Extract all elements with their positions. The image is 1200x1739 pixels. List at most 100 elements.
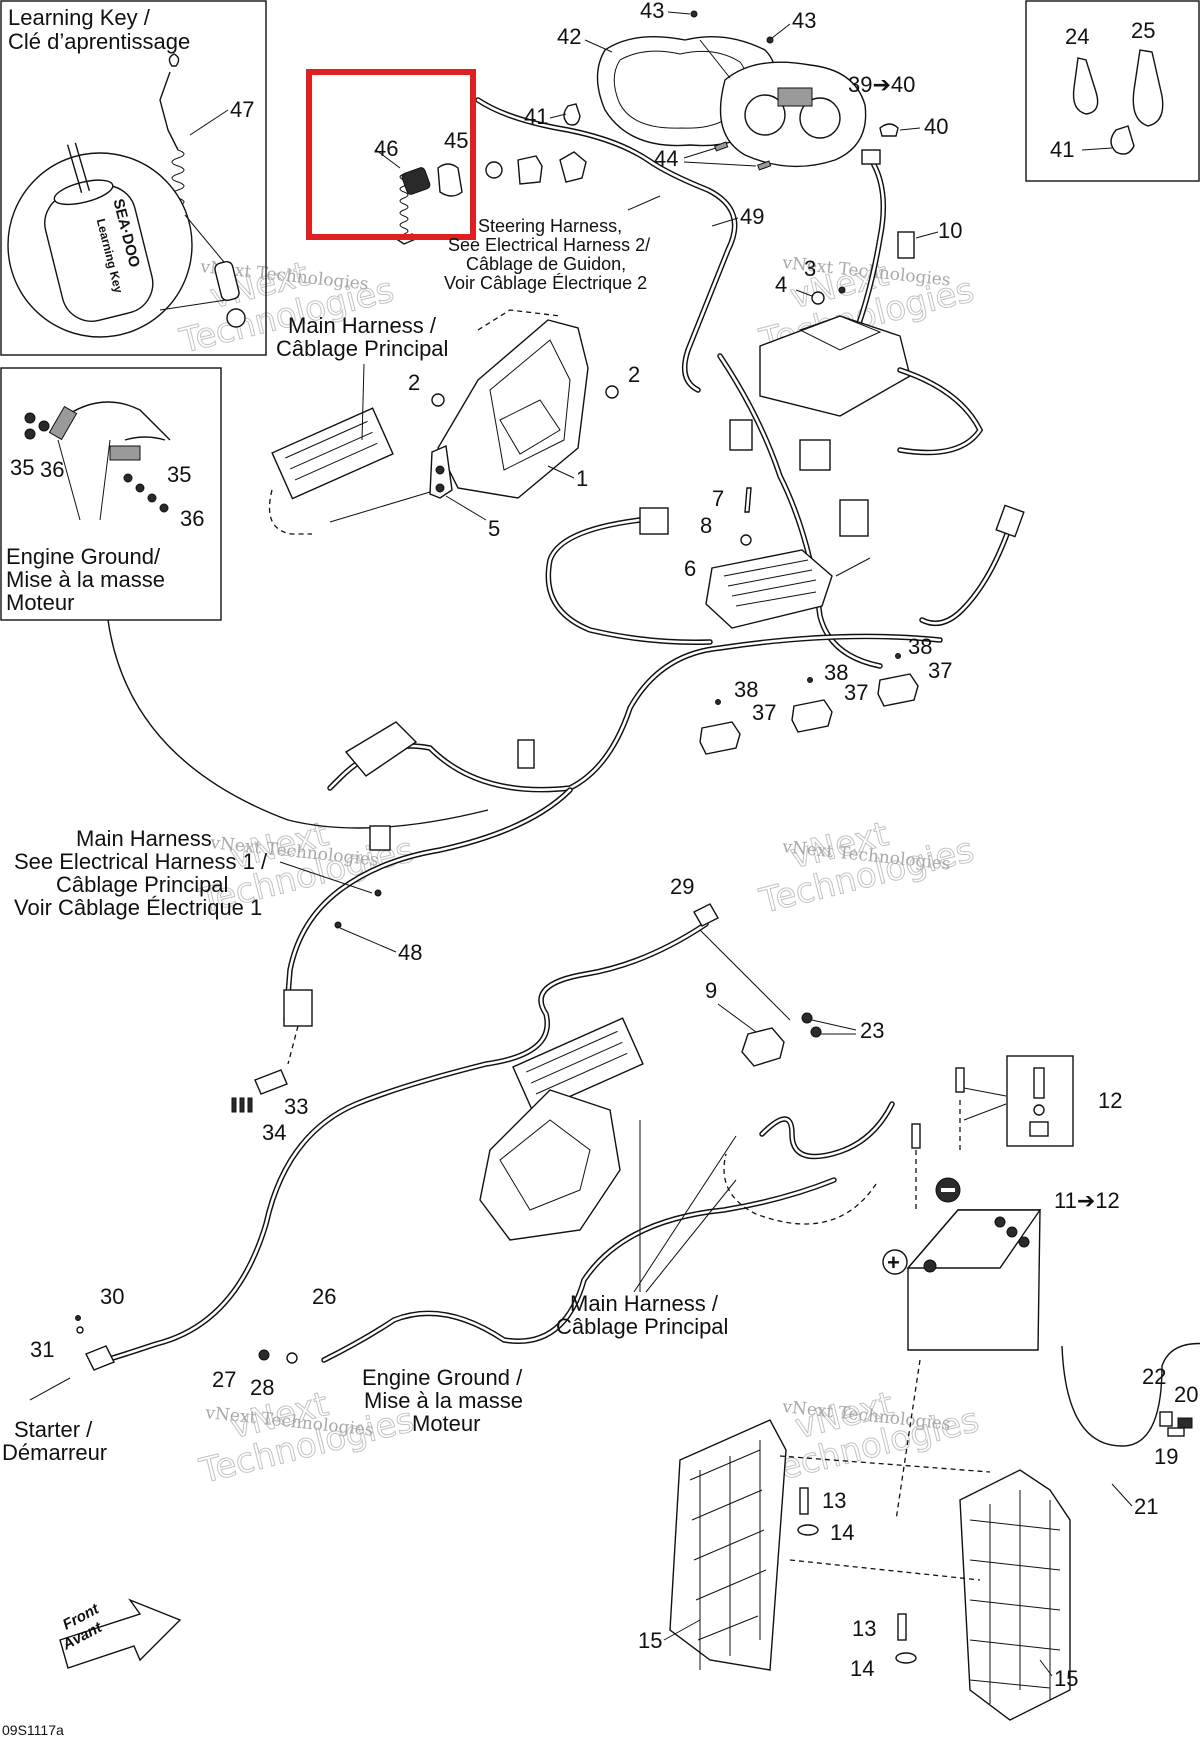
cable-clip-icon xyxy=(1110,125,1135,155)
main-harness-caption: Câblage Principal xyxy=(556,1314,728,1339)
callout-45: 45 xyxy=(444,128,468,153)
negative-sign xyxy=(941,1188,955,1192)
callout-34: 34 xyxy=(262,1120,286,1145)
terminal xyxy=(24,428,36,440)
gauge-dial xyxy=(799,97,841,139)
bolt-27 xyxy=(258,1349,270,1361)
callout-26: 26 xyxy=(312,1284,336,1309)
starter-caption: Démarreur xyxy=(2,1440,107,1465)
main-harness-caption: Main Harness xyxy=(76,826,212,851)
callout-25: 25 xyxy=(1131,18,1155,43)
fuse-box-lid xyxy=(798,315,882,351)
callout-35: 35 xyxy=(10,455,34,480)
cable-tie-icon xyxy=(1132,49,1164,127)
ground-wire xyxy=(124,436,166,441)
highlight-box xyxy=(306,69,476,240)
leader xyxy=(627,195,661,211)
bolt-icon xyxy=(1033,1067,1045,1099)
gauge-cluster: 43 43 42 39➔40 40 44 xyxy=(557,0,948,171)
nut-30 xyxy=(75,1315,81,1321)
callout-46: 46 xyxy=(374,136,398,161)
leader xyxy=(1039,1659,1053,1677)
callout-2: 2 xyxy=(628,362,640,387)
terminal xyxy=(24,412,36,424)
ring-terminal-bundle xyxy=(109,445,141,461)
steering-caption: Voir Câblage Électrique 2 xyxy=(444,273,647,293)
connector xyxy=(639,507,669,535)
terminal xyxy=(38,420,50,432)
callout-20: 20 xyxy=(1174,1382,1198,1407)
callout-37: 37 xyxy=(844,680,868,705)
clip-pin-38 xyxy=(807,677,813,683)
bolt xyxy=(435,483,445,493)
callout-28: 28 xyxy=(250,1375,274,1400)
washer-4 xyxy=(811,291,825,305)
regulator-fins xyxy=(723,559,817,607)
ground-wire-loop xyxy=(107,619,489,829)
main-harness-caption: See Electrical Harness 1 / xyxy=(14,849,268,874)
connector-ribs xyxy=(285,420,378,481)
main-harness-48-lower-inner xyxy=(284,788,572,1022)
callout-8: 8 xyxy=(700,513,712,538)
assembly-line xyxy=(268,489,312,535)
engine-ground-cable-26-inner xyxy=(322,1178,836,1362)
cluster-connector xyxy=(861,149,881,165)
battery-top xyxy=(906,1209,1042,1269)
connector xyxy=(799,439,831,471)
callout-36: 36 xyxy=(180,506,204,531)
clip-37 xyxy=(877,673,919,707)
callout-15: 15 xyxy=(638,1628,662,1653)
leader xyxy=(963,1087,1007,1121)
positive-symbol xyxy=(882,1249,908,1275)
leader xyxy=(279,861,373,894)
bolt xyxy=(955,1067,965,1093)
cable-tie-icon xyxy=(1072,57,1099,115)
callout-38: 38 xyxy=(824,660,848,685)
washer-8 xyxy=(740,534,752,546)
inset-label: Mise à la masse xyxy=(6,567,165,592)
battery-holders: 13 14 13 14 15 15 xyxy=(638,1419,1078,1721)
connector xyxy=(369,825,391,851)
harness-clips: 38 37 38 37 38 37 xyxy=(699,634,952,755)
main-harness-caption: Câblage Principal xyxy=(276,336,448,361)
leader-47 xyxy=(189,109,229,136)
battery-area: + 11➔12 12 22 20 19 21 xyxy=(723,1055,1200,1521)
bolt xyxy=(123,473,133,483)
battery-terminal xyxy=(923,1259,937,1273)
multi-connector xyxy=(344,721,418,777)
callout-29: 29 xyxy=(670,874,694,899)
assembly-line xyxy=(287,1025,299,1065)
callout-27: 27 xyxy=(212,1367,236,1392)
screw-43 xyxy=(766,36,774,44)
bolt-13 xyxy=(799,1487,809,1515)
fitting-19 xyxy=(1167,1427,1185,1437)
steering-caption: Câblage de Guidon, xyxy=(466,254,626,274)
inset-title: Learning Key / xyxy=(8,5,151,30)
callout-38: 38 xyxy=(908,634,932,659)
harness-cable-inner xyxy=(920,518,1014,625)
leader xyxy=(915,231,939,239)
battery-cap xyxy=(1006,1226,1018,1238)
connector-33-mate xyxy=(254,1069,288,1095)
nut-icon xyxy=(1029,1121,1049,1137)
callout-42: 42 xyxy=(557,24,581,49)
clip-37 xyxy=(699,721,741,755)
callout-4: 4 xyxy=(775,272,787,297)
callout-35: 35 xyxy=(167,462,191,487)
learning-key-top xyxy=(53,179,114,206)
callout-31: 31 xyxy=(30,1337,54,1362)
callout-13: 13 xyxy=(852,1616,876,1641)
callout-1: 1 xyxy=(576,466,588,491)
pin xyxy=(231,1097,237,1113)
harness-dot xyxy=(334,921,342,929)
callout-14: 14 xyxy=(850,1656,874,1681)
front-arrow-icon xyxy=(59,1598,182,1669)
harness-connector-block xyxy=(512,1017,644,1114)
main-harness-48-lower xyxy=(283,787,573,1023)
pin xyxy=(247,1097,253,1113)
main-harness-branch-inner xyxy=(718,354,882,668)
callout-19: 19 xyxy=(1154,1444,1178,1469)
leader xyxy=(771,23,791,39)
callout-10: 10 xyxy=(938,218,962,243)
